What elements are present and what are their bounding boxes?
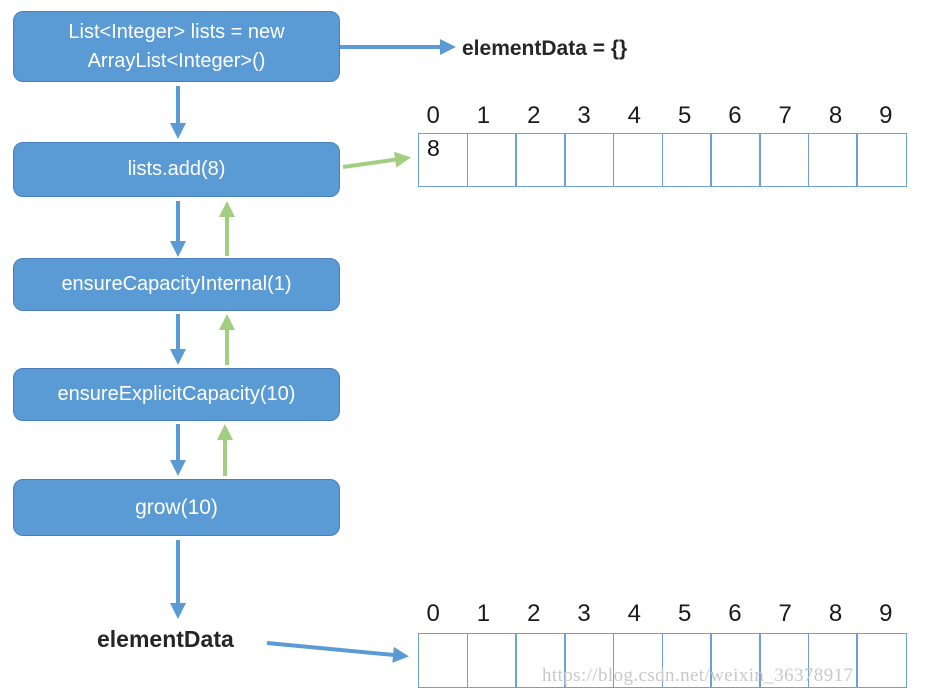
array-index-label: 2 bbox=[527, 600, 541, 627]
arrow-elementdata-to-array bbox=[266, 641, 409, 663]
array-cell bbox=[661, 133, 712, 187]
csdn-watermark: https://blog.csdn.net/weixin_36378917 bbox=[542, 665, 854, 686]
array-index-label: 4 bbox=[627, 600, 642, 627]
array-index-label: 0 bbox=[426, 102, 440, 129]
array-index-label: 6 bbox=[728, 102, 742, 129]
flow-box-grow-label: grow(10) bbox=[135, 495, 218, 519]
array-cell bbox=[807, 633, 858, 688]
memory-array-after-add: 0 1 2 3 4 5 6 7 8 9 8 bbox=[418, 102, 924, 188]
array-cell bbox=[466, 133, 517, 187]
arrow-add-to-array bbox=[342, 151, 411, 169]
flow-box-ensure-capacity-internal-label: ensureCapacityInternal(1) bbox=[61, 273, 292, 296]
array-index-label: 3 bbox=[577, 600, 591, 627]
array-index-label: 6 bbox=[728, 600, 742, 627]
array-cell bbox=[661, 633, 712, 688]
array-cells-row bbox=[418, 633, 907, 688]
array-index-label: 8 bbox=[828, 600, 843, 627]
array-index-label: 4 bbox=[627, 102, 642, 129]
array-cell: 8 bbox=[418, 133, 469, 187]
flow-box-ensure-explicit-capacity: ensureExplicitCapacity(10) bbox=[13, 368, 340, 421]
array-index-label: 5 bbox=[677, 102, 692, 129]
array-cell bbox=[807, 133, 858, 187]
memory-array-after-grow: 0 1 2 3 4 5 6 7 8 9 bbox=[418, 600, 924, 688]
array-index-label: 7 bbox=[778, 600, 792, 627]
array-cell bbox=[710, 133, 761, 187]
array-cell bbox=[758, 133, 810, 187]
array-cell bbox=[612, 633, 664, 688]
elementdata-empty-label: elementData = {} bbox=[462, 37, 628, 60]
array-index-label: 8 bbox=[828, 102, 843, 129]
array-cell bbox=[515, 633, 566, 688]
array-index-label: 3 bbox=[577, 102, 591, 129]
array-cell bbox=[515, 133, 566, 187]
flow-box-ensure-explicit-capacity-label: ensureExplicitCapacity(10) bbox=[57, 383, 296, 406]
flow-box-declare-label: List<Integer> lists = new ArrayList<Inte… bbox=[68, 21, 285, 72]
array-index-row: 0 1 2 3 4 5 6 7 8 9 bbox=[408, 600, 911, 628]
array-cell bbox=[758, 633, 810, 688]
array-cell bbox=[466, 633, 517, 688]
array-index-label: 1 bbox=[476, 600, 491, 627]
array-cell bbox=[856, 633, 907, 688]
array-cell bbox=[564, 133, 615, 187]
array-cell bbox=[418, 633, 469, 688]
array-index-label: 2 bbox=[527, 102, 541, 129]
array-index-row: 0 1 2 3 4 5 6 7 8 9 bbox=[408, 102, 911, 130]
array-cell bbox=[564, 633, 615, 688]
array-index-label: 0 bbox=[426, 600, 440, 627]
array-index-label: 9 bbox=[879, 102, 893, 129]
flow-box-ensure-capacity-internal: ensureCapacityInternal(1) bbox=[13, 258, 340, 311]
array-index-label: 9 bbox=[879, 600, 893, 627]
flow-box-add-label: lists.add(8) bbox=[127, 158, 226, 181]
elementdata-label: elementData bbox=[97, 626, 234, 652]
flow-box-grow: grow(10) bbox=[13, 479, 340, 536]
array-cell bbox=[856, 133, 907, 187]
array-index-label: 1 bbox=[476, 102, 491, 129]
array-cell bbox=[612, 133, 664, 187]
array-index-label: 5 bbox=[677, 600, 692, 627]
flow-box-declare: List<Integer> lists = new ArrayList<Inte… bbox=[13, 11, 340, 82]
array-cells-row: 8 bbox=[418, 133, 907, 187]
flow-box-add: lists.add(8) bbox=[13, 142, 340, 197]
array-index-label: 7 bbox=[778, 102, 792, 129]
array-cell bbox=[710, 633, 761, 688]
